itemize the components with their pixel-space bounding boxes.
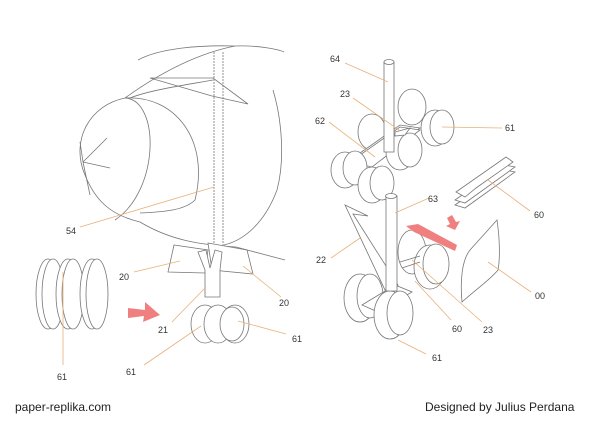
- label-23-bottom: 23: [483, 325, 493, 335]
- credit-text: Designed by Julius Perdana: [425, 400, 575, 414]
- website-text: paper-replika.com: [15, 400, 112, 414]
- label-62: 62: [315, 116, 325, 126]
- label-61-loose: 61: [57, 372, 67, 382]
- arrow-icon: [446, 215, 460, 230]
- leader-lines: [62, 62, 532, 366]
- nose-wheels: [190, 304, 250, 344]
- label-60-bottom: 60: [452, 324, 462, 334]
- part-labels: 54 20 20 21 61 61 61 64 23 62 61 63 22 6…: [57, 54, 545, 382]
- label-23-top: 23: [340, 89, 350, 99]
- label-22: 22: [316, 255, 326, 265]
- arrow-icon: [406, 224, 457, 251]
- label-61-top: 61: [505, 123, 515, 133]
- arrow-icon: [128, 302, 160, 322]
- nose-strut: [197, 249, 223, 298]
- label-60: 60: [534, 210, 544, 220]
- plates-stack: [454, 156, 516, 209]
- label-00: 00: [535, 291, 545, 301]
- loose-wheels: [35, 258, 109, 330]
- label-64: 64: [330, 54, 340, 64]
- label-61-bottom: 61: [432, 353, 442, 363]
- main-gear-top: [330, 59, 455, 204]
- label-20-right: 20: [279, 298, 289, 308]
- label-61-nose-inner: 61: [126, 367, 136, 377]
- fuselage-nose: [79, 45, 286, 270]
- label-63: 63: [428, 194, 438, 204]
- label-21: 21: [158, 325, 168, 335]
- main-gear-bottom: [343, 193, 450, 340]
- label-61-nose-outer: 61: [292, 334, 302, 344]
- label-20-left: 20: [119, 272, 129, 282]
- fairing: [460, 219, 500, 303]
- label-54: 54: [66, 226, 76, 236]
